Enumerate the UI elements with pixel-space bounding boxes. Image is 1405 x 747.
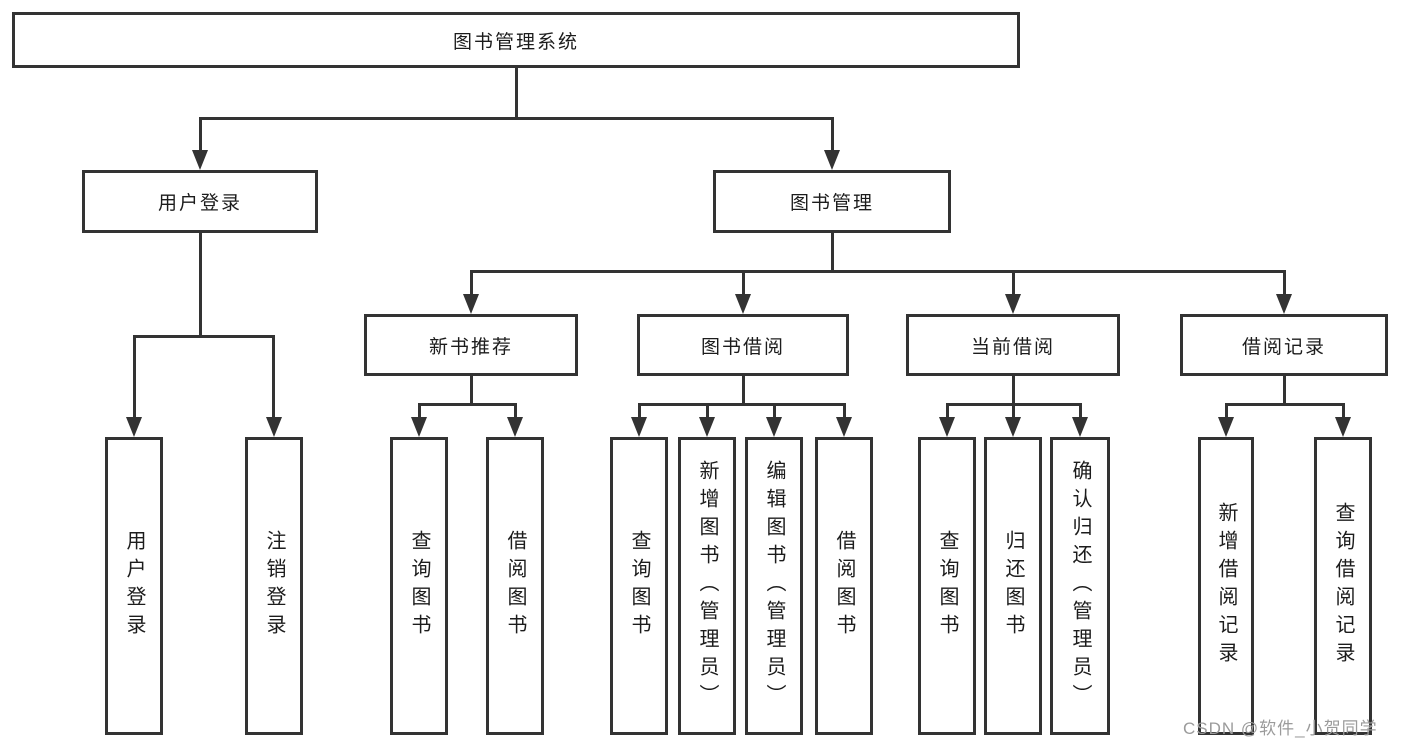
node-root-label: 图书管理系统 [452,31,579,53]
arrowhead-down-icon [411,417,427,437]
connector-drop-leaf [843,403,846,419]
arrowhead-down-icon [1218,417,1234,437]
connector-drop-leaf [1342,403,1345,419]
leaf-query-borrow-record-label: 查询借阅记录 [1332,502,1354,670]
connector-book-borrow-split [639,403,844,406]
leaf-recommend-query-books: 查询图书 [390,437,448,735]
leaf-recommend-borrow-books-label: 借阅图书 [504,530,526,642]
leaf-return-books-label: 归还图书 [1002,530,1024,642]
arrowhead-down-icon [507,417,523,437]
connector-drop-leaf [638,403,641,419]
connector-book-borrow-stem [742,376,745,406]
connector-borrow-records-split [1226,403,1343,406]
csdn-watermark: CSDN @软件_小贺同学 [1183,719,1378,738]
leaf-return-books: 归还图书 [984,437,1042,735]
arrowhead-down-icon [824,150,840,170]
node-book-management-label: 图书管理 [789,193,874,214]
node-book-borrow: 图书借阅 [637,314,849,376]
connector-drop-book-management [831,117,834,154]
leaf-borrow-query-books-label: 查询图书 [628,530,650,642]
node-current-borrow: 当前借阅 [906,314,1120,376]
connector-root-split [199,117,833,120]
node-user-login-label: 用户登录 [157,193,242,214]
leaf-add-borrow-record: 新增借阅记录 [1198,437,1254,735]
arrowhead-down-icon [1335,417,1351,437]
leaf-borrow-query-books: 查询图书 [610,437,668,735]
connector-book-management-split [470,270,1285,273]
arrowhead-down-icon [1005,417,1021,437]
arrowhead-down-icon [1276,294,1292,314]
arrowhead-down-icon [939,417,955,437]
leaf-logout-label: 注销登录 [263,530,285,642]
connector-drop-new-book [470,270,473,296]
connector-new-book-stem [470,376,473,406]
node-root: 图书管理系统 [12,12,1020,68]
connector-drop-leaf [946,403,949,419]
leaf-current-query-books: 查询图书 [918,437,976,735]
node-new-book-recommend-label: 新书推荐 [428,336,513,358]
connector-drop-leaf [133,335,136,419]
connector-new-book-split [419,403,515,406]
leaf-add-books-admin: 新增图书（管理员） [678,437,736,735]
connector-user-login-split [133,335,275,338]
connector-drop-leaf [272,335,275,419]
connector-drop-book-borrow [742,270,745,296]
leaf-recommend-borrow-books: 借阅图书 [486,437,544,735]
connector-drop-borrow-records [1283,270,1286,296]
connector-drop-leaf [1012,403,1015,419]
leaf-current-query-books-label: 查询图书 [936,530,958,642]
leaf-edit-books-admin-label: 编辑图书（管理员） [763,460,785,712]
leaf-query-borrow-record: 查询借阅记录 [1314,437,1372,735]
node-current-borrow-label: 当前借阅 [970,336,1055,358]
node-user-login: 用户登录 [82,170,318,233]
leaf-add-books-admin-label: 新增图书（管理员） [696,460,718,712]
leaf-add-borrow-record-label: 新增借阅记录 [1215,502,1237,670]
leaf-borrow-books: 借阅图书 [815,437,873,735]
arrowhead-down-icon [1072,417,1088,437]
arrowhead-down-icon [1005,294,1021,314]
arrowhead-down-icon [126,417,142,437]
arrowhead-down-icon [735,294,751,314]
connector-drop-leaf [1079,403,1082,419]
leaf-recommend-query-books-label: 查询图书 [408,530,430,642]
connector-root-stem [515,68,518,120]
connector-drop-leaf [1225,403,1228,419]
arrowhead-down-icon [631,417,647,437]
node-new-book-recommend: 新书推荐 [364,314,578,376]
leaf-logout: 注销登录 [245,437,303,735]
leaf-confirm-return-admin-label: 确认归还（管理员） [1069,460,1091,712]
arrowhead-down-icon [836,417,852,437]
node-book-management: 图书管理 [713,170,951,233]
node-borrow-records: 借阅记录 [1180,314,1388,376]
connector-current-borrow-stem [1012,376,1015,406]
node-borrow-records-label: 借阅记录 [1241,336,1326,358]
arrowhead-down-icon [192,150,208,170]
connector-drop-current-borrow [1012,270,1015,296]
connector-drop-leaf [706,403,709,419]
connector-drop-user-login [199,117,202,154]
leaf-user-login: 用户登录 [105,437,163,735]
leaf-edit-books-admin: 编辑图书（管理员） [745,437,803,735]
arrowhead-down-icon [463,294,479,314]
connector-user-login-stem [199,233,202,338]
leaf-borrow-books-label: 借阅图书 [833,530,855,642]
arrowhead-down-icon [266,417,282,437]
connector-drop-leaf [514,403,517,419]
node-book-borrow-label: 图书借阅 [700,336,785,358]
leaf-confirm-return-admin: 确认归还（管理员） [1050,437,1110,735]
arrowhead-down-icon [699,417,715,437]
connector-drop-leaf [418,403,421,419]
connector-drop-leaf [773,403,776,419]
leaf-user-login-label: 用户登录 [123,530,145,642]
connector-borrow-records-stem [1283,376,1286,406]
arrowhead-down-icon [766,417,782,437]
connector-book-management-stem [831,233,834,273]
